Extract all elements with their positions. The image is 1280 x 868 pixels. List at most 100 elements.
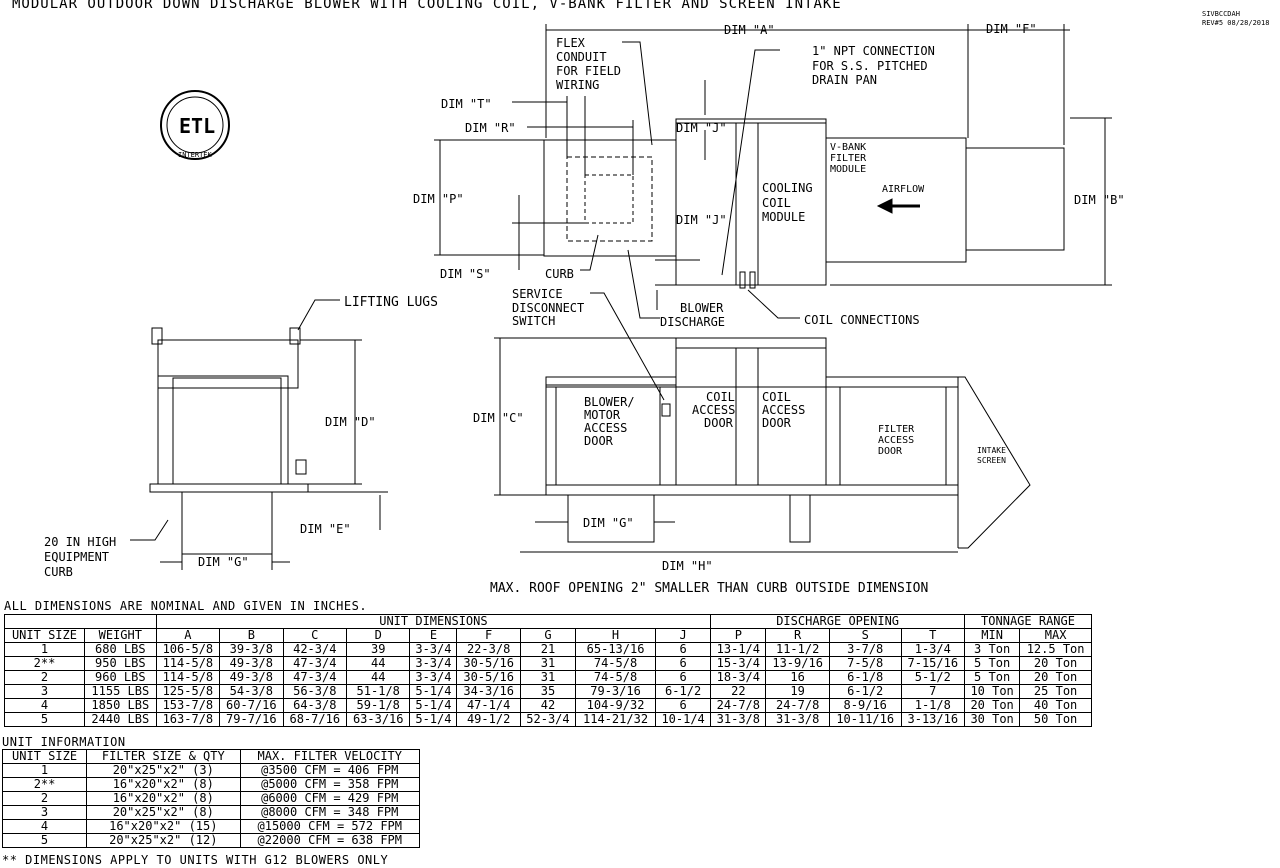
service-label-2: DISCONNECT xyxy=(512,301,584,315)
table-cell: 153-7/8 xyxy=(155,698,221,713)
filter-door-label-1: FILTER xyxy=(878,424,915,435)
column-header: MAX xyxy=(1019,628,1092,643)
cooling-label-3: MODULE xyxy=(762,210,805,224)
flex-label-2: CONDUIT xyxy=(556,50,607,64)
table-cell: 47-1/4 xyxy=(456,698,521,713)
table-cell: 20"x25"x2" (12) xyxy=(86,833,241,848)
table-cell: 5 Ton xyxy=(964,670,1021,685)
table-cell: 79-3/16 xyxy=(575,684,657,699)
curb20-label-2: EQUIPMENT xyxy=(44,550,109,564)
logo-text: ETL xyxy=(179,114,215,138)
table-cell: 60-7/16 xyxy=(219,698,284,713)
table-cell: 5 xyxy=(1,833,88,848)
table-cell: 2440 LBS xyxy=(83,712,157,727)
table-cell: 680 LBS xyxy=(83,642,157,657)
table-cell: @8000 CFM = 348 FPM xyxy=(239,805,421,820)
group-spacer xyxy=(4,614,157,629)
table-cell: 79-7/16 xyxy=(219,712,284,727)
table-cell: 20 Ton xyxy=(964,698,1021,713)
column-header: B xyxy=(219,628,284,643)
table-cell: 4 xyxy=(1,819,88,834)
dimensions-caption: ALL DIMENSIONS ARE NOMINAL AND GIVEN IN … xyxy=(4,599,368,613)
coil-door-a-label-1: COIL xyxy=(706,390,735,404)
table-cell: 47-3/4 xyxy=(282,656,348,671)
table-cell: 6-1/8 xyxy=(828,670,902,685)
column-header: P xyxy=(710,628,767,643)
revision-date: REV#5 08/28/2018 xyxy=(1202,19,1270,27)
table-cell: 31 xyxy=(519,670,577,685)
table-cell: 950 LBS xyxy=(83,656,157,671)
table-cell: 30 Ton xyxy=(964,712,1021,727)
table-cell: 3 Ton xyxy=(964,642,1021,657)
dim-h-label: DIM "H" xyxy=(662,559,713,573)
dim-g-side-label: DIM "G" xyxy=(583,516,634,530)
table-cell: 22 xyxy=(710,684,767,699)
table-cell: 13-1/4 xyxy=(710,642,767,657)
table-cell: 15-3/4 xyxy=(710,656,767,671)
table-cell: 31-3/8 xyxy=(765,712,830,727)
table-cell: 35 xyxy=(519,684,577,699)
table-cell: 7-5/8 xyxy=(828,656,902,671)
table-cell: 64-3/8 xyxy=(282,698,348,713)
table-cell: 65-13/16 xyxy=(575,642,657,657)
table-cell: @3500 CFM = 406 FPM xyxy=(239,763,421,778)
blower-door-label-3: ACCESS xyxy=(584,421,627,435)
table-cell: 1 xyxy=(1,763,88,778)
table-cell: 49-3/8 xyxy=(219,670,284,685)
dim-j-side-label: DIM "J" xyxy=(676,213,727,227)
dim-s-label: DIM "S" xyxy=(440,267,491,281)
table-cell: 125-5/8 xyxy=(155,684,221,699)
table-cell: 13-9/16 xyxy=(765,656,830,671)
table-cell: 30-5/16 xyxy=(456,670,521,685)
column-header: F xyxy=(456,628,521,643)
table-cell: 49-1/2 xyxy=(456,712,521,727)
column-header: MAX. FILTER VELOCITY xyxy=(239,749,421,764)
column-header: J xyxy=(655,628,712,643)
column-header: WEIGHT xyxy=(83,628,157,643)
table-cell: 6 xyxy=(655,698,712,713)
blower-door-label-2: MOTOR xyxy=(584,408,621,422)
table-cell: 39-3/8 xyxy=(219,642,284,657)
table-cell: 19 xyxy=(765,684,830,699)
table-row: 2**16"x20"x2" (8)@5000 CFM = 358 FPM xyxy=(1,777,421,792)
blower-label-1: BLOWER xyxy=(680,301,724,315)
table-cell: 16 xyxy=(765,670,830,685)
dim-t-label: DIM "T" xyxy=(441,97,492,111)
vbank-label-3: MODULE xyxy=(830,164,866,175)
table-cell: 6-1/2 xyxy=(655,684,712,699)
column-header: MIN xyxy=(964,628,1021,643)
table-cell: 5-1/2 xyxy=(900,670,966,685)
curb-label: CURB xyxy=(545,267,574,281)
table-cell: 10-1/4 xyxy=(655,712,712,727)
table-cell: 52-3/4 xyxy=(519,712,577,727)
npt-label-3: DRAIN PAN xyxy=(812,73,877,87)
table-cell: 34-3/16 xyxy=(456,684,521,699)
table-cell: 31 xyxy=(519,656,577,671)
vbank-label-1: V-BANK xyxy=(830,142,866,153)
table-cell: 74-5/8 xyxy=(575,656,657,671)
table-cell: 106-5/8 xyxy=(155,642,221,657)
table-cell: 11-1/2 xyxy=(765,642,830,657)
table-cell: 10-11/16 xyxy=(828,712,902,727)
table-cell: 47-3/4 xyxy=(282,670,348,685)
dim-a-label: DIM "A" xyxy=(724,23,775,37)
table-cell: 44 xyxy=(345,656,411,671)
group-tonnage-range: TONNAGE RANGE xyxy=(964,614,1092,629)
coil-door-b-label-2: ACCESS xyxy=(762,403,805,417)
drawing-title: MODULAR OUTDOOR DOWN DISCHARGE BLOWER WI… xyxy=(12,0,842,12)
table-cell: 1-3/4 xyxy=(900,642,966,657)
table-cell: @6000 CFM = 429 FPM xyxy=(239,791,421,806)
table-cell: 114-5/8 xyxy=(155,670,221,685)
coil-door-a-label-2: ACCESS xyxy=(692,403,735,417)
cooling-label-2: COIL xyxy=(762,196,791,210)
group-discharge-opening: DISCHARGE OPENING xyxy=(710,614,966,629)
